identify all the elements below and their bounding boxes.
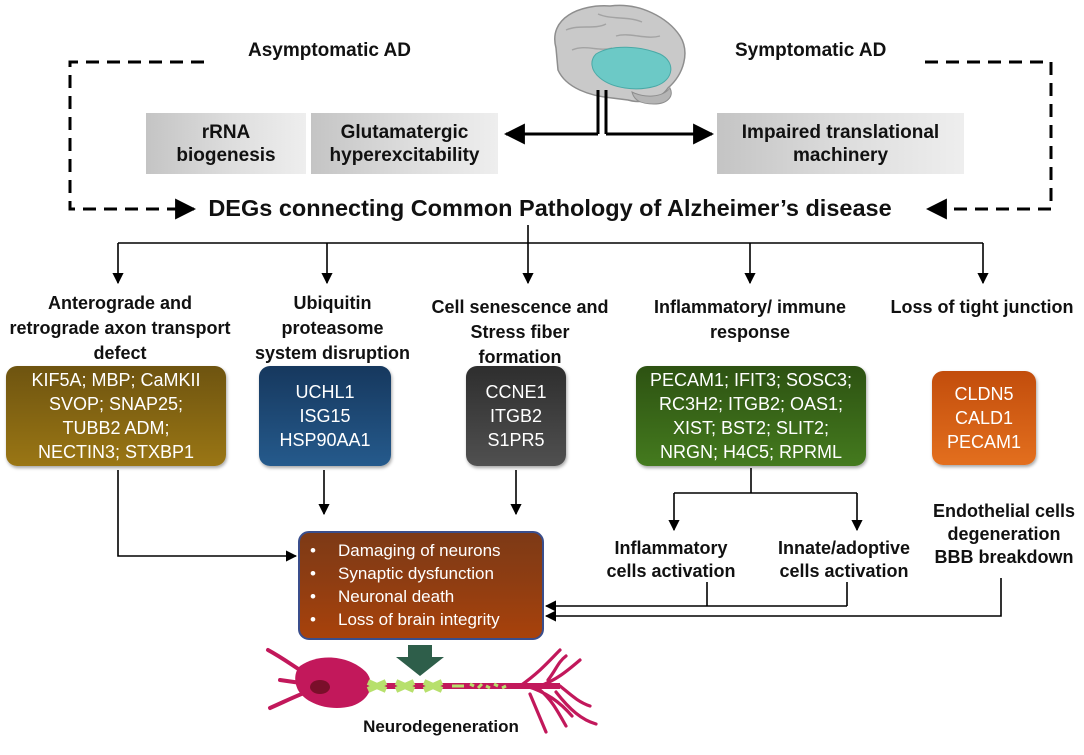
- inflammatory-title-1: Inflammatory/ immune: [653, 297, 847, 317]
- axon-title-2: retrograde axon transport: [9, 318, 231, 338]
- rrna-line-2: biogenesis: [176, 144, 276, 166]
- senescence-title-3: formation: [478, 347, 562, 367]
- brain-icon: [554, 4, 686, 105]
- inflammatory-activation-2: cells activation: [606, 561, 736, 581]
- down-arrow-icon: [396, 645, 444, 676]
- ubiquitin-gene-1: UCHL1: [295, 382, 355, 402]
- inflammatory-gene-3: XIST; BST2; SLIT2;: [672, 418, 830, 438]
- tight-junction-gene-1: CLDN5: [954, 384, 1014, 404]
- inflammatory-gene-1: PECAM1; IFIT3; SOSC3;: [649, 370, 853, 390]
- senescence-gene-2: ITGB2: [489, 406, 542, 426]
- category-title-inflammatory: Inflammatory/ immune response: [630, 295, 870, 345]
- glutamatergic-line-1: Glutamatergic: [340, 121, 469, 143]
- innate-activation-2: cells activation: [779, 561, 909, 581]
- impaired-line-1: Impaired translational: [741, 121, 940, 143]
- asymptomatic-header: Asymptomatic AD: [248, 40, 411, 61]
- senescence-title-2: Stress fiber: [470, 322, 570, 342]
- endothelial-1: Endothelial cells: [932, 501, 1076, 521]
- damage-item: Damaging of neurons: [310, 539, 542, 562]
- senescence-title-1: Cell senescence and: [431, 297, 609, 317]
- gene-box-inflammatory: PECAM1; IFIT3; SOSC3; RC3H2; ITGB2; OAS1…: [636, 366, 866, 466]
- category-title-ubiquitin: Ubiquitin proteasome system disruption: [245, 291, 420, 366]
- tight-junction-title-1: Loss of tight junction: [890, 297, 1074, 317]
- endothelial-2: degeneration: [947, 524, 1061, 544]
- ubiquitin-title-2: proteasome: [281, 318, 384, 338]
- inflammatory-activation-1: Inflammatory: [614, 538, 728, 558]
- axon-gene-2: SVOP; SNAP25;: [48, 394, 184, 414]
- innate-activation-1: Innate/adoptive: [777, 538, 911, 558]
- neuron-icon: [266, 648, 598, 734]
- damage-item: Neuronal death: [310, 585, 542, 608]
- axon-title-1: Anterograde and: [47, 293, 193, 313]
- ubiquitin-title-1: Ubiquitin: [293, 293, 372, 313]
- tight-junction-gene-3: PECAM1: [946, 432, 1022, 452]
- senescence-gene-3: S1PR5: [487, 430, 545, 450]
- damage-list: Damaging of neurons Synaptic dysfunction…: [300, 539, 542, 631]
- main-title: DEGs connecting Common Pathology of Alzh…: [208, 195, 892, 221]
- senescence-gene-1: CCNE1: [485, 382, 547, 402]
- tight-junction-gene-2: CALD1: [954, 408, 1014, 428]
- category-title-axon: Anterograde and retrograde axon transpor…: [0, 291, 240, 366]
- rrna-line-1: rRNA: [201, 121, 251, 143]
- axon-gene-4: NECTIN3; STXBP1: [37, 442, 195, 462]
- damage-item: Loss of brain integrity: [310, 608, 542, 631]
- inflammatory-gene-4: NRGN; H4C5; RPRML: [659, 442, 843, 462]
- endothelial-3: BBB breakdown: [934, 547, 1074, 567]
- gene-box-senescence: CCNE1 ITGB2 S1PR5: [466, 366, 566, 466]
- glutamatergic-line-2: hyperexcitability: [329, 144, 480, 166]
- innate-activation-label: Innate/adoptive cells activation: [760, 537, 928, 583]
- gene-box-ubiquitin: UCHL1 ISG15 HSP90AA1: [259, 366, 391, 466]
- ubiquitin-gene-3: HSP90AA1: [279, 430, 371, 450]
- symptomatic-header: Symptomatic AD: [735, 40, 887, 61]
- endothelial-label: Endothelial cells degeneration BBB break…: [924, 500, 1084, 569]
- inflammatory-title-2: response: [709, 322, 791, 342]
- axon-gene-3: TUBB2 ADM;: [62, 418, 170, 438]
- damage-item: Synaptic dysfunction: [310, 562, 542, 585]
- inflammatory-activation-label: Inflammatory cells activation: [596, 537, 746, 583]
- ubiquitin-gene-2: ISG15: [299, 406, 351, 426]
- ubiquitin-title-3: system disruption: [254, 343, 411, 363]
- gene-box-tight-junction: CLDN5 CALD1 PECAM1: [932, 371, 1036, 465]
- category-title-tight-junction: Loss of tight junction: [880, 295, 1084, 320]
- inflammatory-gene-2: RC3H2; ITGB2; OAS1;: [658, 394, 844, 414]
- impaired-line-2: machinery: [792, 144, 889, 166]
- axon-gene-1: KIF5A; MBP; CaMKII: [31, 370, 201, 390]
- axon-title-3: defect: [93, 343, 147, 363]
- neurodegeneration-label: Neurodegeneration: [363, 717, 519, 736]
- gene-box-axon: KIF5A; MBP; CaMKII SVOP; SNAP25; TUBB2 A…: [6, 366, 226, 466]
- damage-box: Damaging of neurons Synaptic dysfunction…: [298, 531, 544, 640]
- category-title-senescence: Cell senescence and Stress fiber formati…: [420, 295, 620, 370]
